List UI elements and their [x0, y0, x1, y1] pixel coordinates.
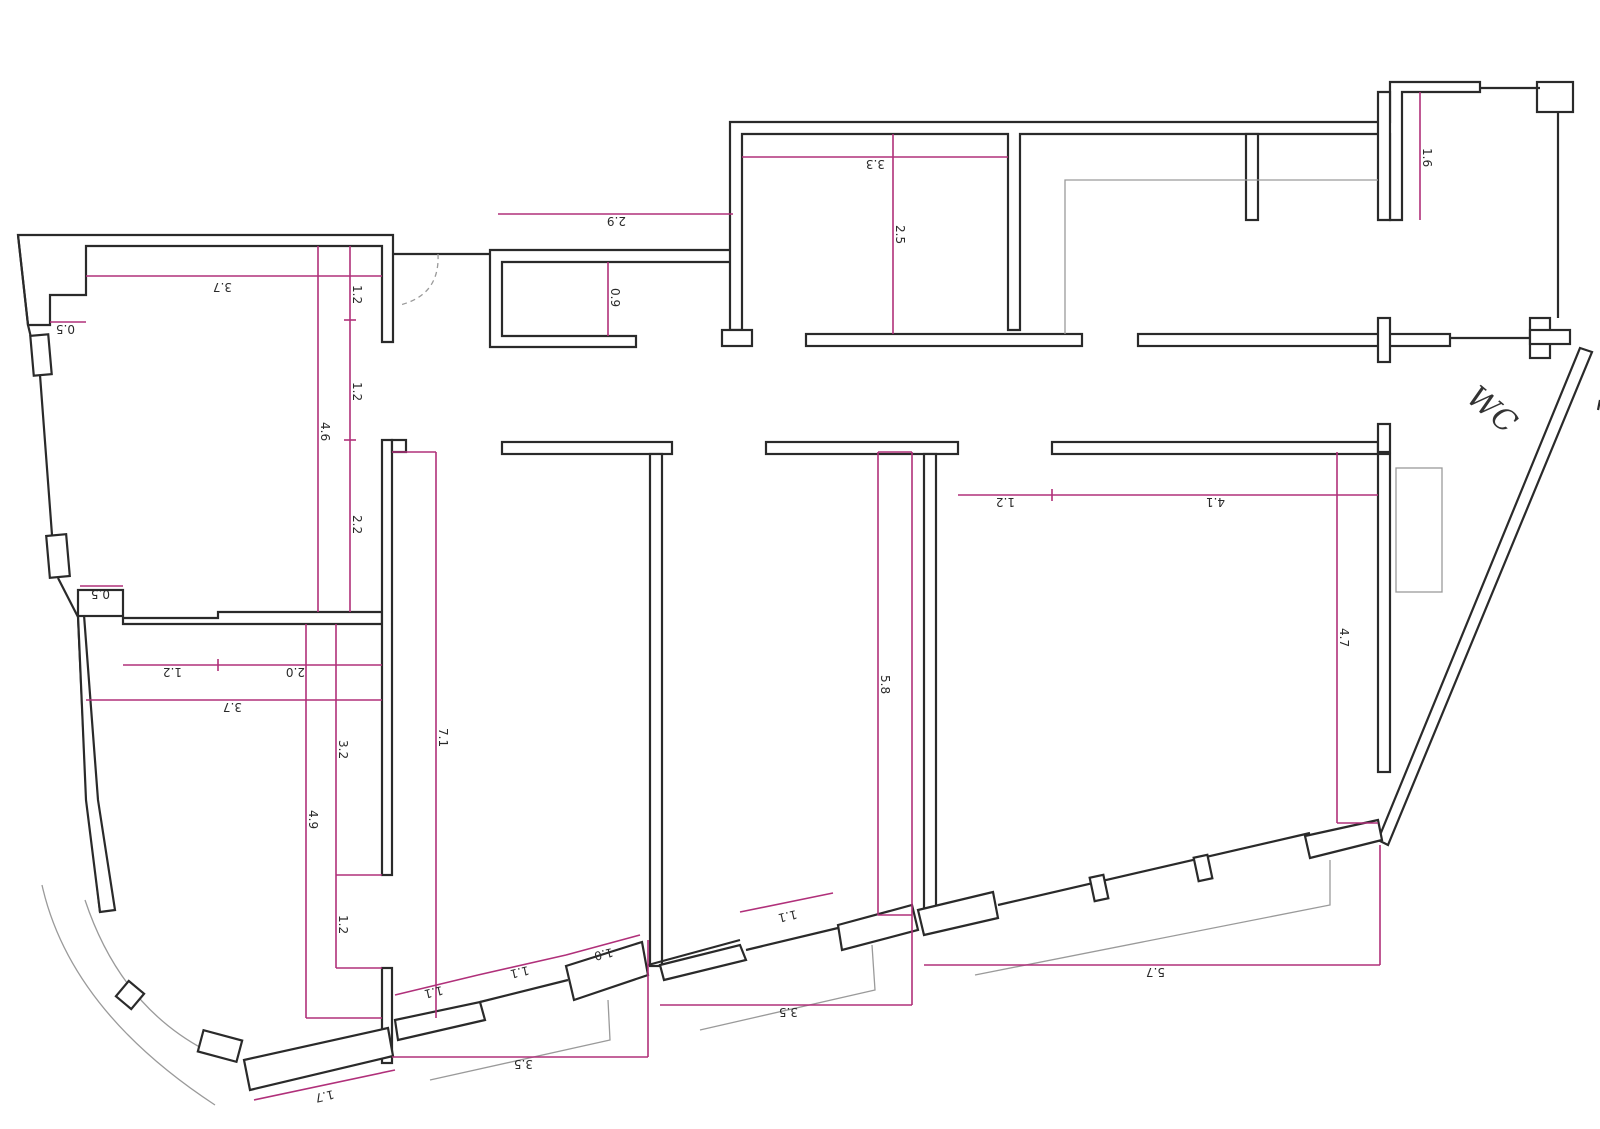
dim-label-2-5: 2.5	[893, 225, 907, 244]
wc-fixture	[1395, 467, 1443, 593]
dim-label-2-2: 2.2	[350, 515, 364, 534]
wall-front-pier-2	[1192, 853, 1214, 883]
wall-vertical-mid-1	[648, 452, 664, 968]
wall-cross-pier	[1376, 316, 1392, 364]
front-outline-1	[429, 999, 611, 1081]
dim-label-1-0: 1.0	[593, 945, 615, 963]
dim-label-4-7: 4.7	[1337, 628, 1351, 647]
dimension-labels: 3.7 0.5 1.2 1.2 4.6 2.2 0.5 1.2 2.0 3.7 …	[56, 148, 1434, 1105]
wall-upper-bottom-right	[1136, 332, 1452, 348]
dim-label-3-5-b: 3.5	[779, 1005, 798, 1019]
bay-curve-outer	[41, 884, 216, 1106]
wall-vertical-left-stub	[390, 438, 408, 454]
wall-corridor-b	[764, 440, 960, 456]
wall-front-7	[1303, 818, 1384, 860]
wall-front-2	[393, 1000, 487, 1042]
dim-label-3-5-a: 3.5	[514, 1057, 533, 1071]
wall-front-4	[658, 943, 748, 982]
wall-corner-top-right	[1535, 80, 1575, 114]
dim-label-0-9: 0.9	[608, 288, 622, 307]
dim-label-7-1: 7.1	[436, 728, 450, 747]
dim-label-1-2-c: 1.2	[163, 665, 182, 679]
wall-upper-right-col	[1376, 90, 1392, 222]
wall-corridor-c	[1050, 440, 1380, 456]
dim-label-5-8: 5.8	[878, 675, 892, 694]
wall-vertical-right	[1376, 452, 1392, 774]
bay-pier	[114, 979, 146, 1011]
wall-vertical-left-upper	[380, 438, 394, 877]
dim-label-1-1-c: 1.1	[777, 907, 799, 925]
wc-room-label: WC	[1460, 379, 1524, 440]
front-outline-3	[974, 860, 1331, 976]
wall-right-pier-h	[1528, 328, 1572, 346]
wall-front-line-3	[745, 926, 839, 952]
dim-label-2-9: 2.9	[607, 214, 626, 228]
dim-label-0-5-top: 0.5	[56, 322, 75, 336]
wall-upper-outer	[728, 80, 1482, 332]
dim-label-1-1-b: 1.1	[509, 963, 531, 981]
walls	[16, 80, 1600, 1106]
dim-label-1-2-d: 1.2	[336, 915, 350, 934]
dim-label-0-5-lower: 0.5	[91, 587, 110, 601]
wall-front-line-2	[647, 938, 741, 967]
wall-vertical-left-lower	[380, 966, 394, 1065]
wall-left-pier-2	[45, 533, 71, 579]
dim-label-1-2-a: 1.2	[350, 285, 364, 304]
dim-label-1-6: 1.6	[1420, 148, 1434, 167]
wall-front-5	[836, 903, 920, 952]
wall-front-pier-1	[1088, 873, 1110, 903]
dim-label-3-7-top: 3.7	[213, 280, 232, 294]
bay-pier-2	[196, 1028, 244, 1064]
wall-mid-left	[121, 610, 384, 626]
wall-left-small	[76, 588, 125, 618]
dim-label-1-2-b: 1.2	[350, 382, 364, 401]
dim-label-1-7: 1.7	[314, 1087, 336, 1105]
wall-upper-room-right	[1244, 132, 1260, 222]
wall-left-curve	[76, 613, 117, 914]
wall-top-left	[16, 233, 395, 344]
bay-curve-inner	[84, 899, 206, 1051]
dim-label-1-2-e: 1.2	[996, 495, 1015, 509]
door-swing	[399, 253, 439, 306]
dimension-lines	[50, 92, 1421, 1101]
wall-front-line-4	[997, 831, 1311, 907]
wall-corridor-a	[500, 440, 674, 456]
dim-label-3-7-lower: 3.7	[223, 700, 242, 714]
dim-label-4-1: 4.1	[1206, 495, 1225, 509]
dim-label-5-7: 5.7	[1146, 965, 1165, 979]
wall-upper-pier-left	[720, 328, 754, 348]
dim-label-2-0: 2.0	[286, 665, 305, 679]
upper-room-inner-line	[1064, 179, 1378, 334]
dim-label-3-3: 3.3	[866, 157, 885, 171]
wall-right-slant	[1376, 346, 1594, 847]
wall-front-1	[242, 1026, 395, 1092]
dim-label-4-9: 4.9	[306, 810, 320, 829]
dim-label-1-1-a: 1.1	[423, 983, 445, 1001]
wall-left-pier-1	[29, 333, 53, 377]
dim-label-3-2: 3.2	[336, 740, 350, 759]
front-outline-2	[699, 944, 876, 1031]
wall-vertical-mid-2	[922, 452, 938, 913]
wall-upper-room-bottom	[804, 332, 1084, 348]
wall-front-line-1	[479, 978, 569, 1004]
wall-front-6	[916, 890, 1000, 937]
dim-label-4-6: 4.6	[318, 422, 332, 441]
wall-corridor-c-end	[1376, 422, 1392, 454]
